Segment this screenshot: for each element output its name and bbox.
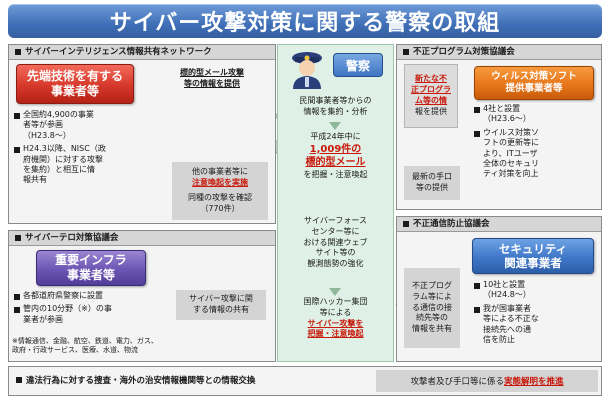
- right-top-bullet-list: 4社と設置 （H23.6～） ウイルス対策ソ フトの更新等に より、ITユーザ …: [474, 104, 598, 183]
- cyber-force-text: サイバーフォース センター等に おける関連ウェブ サイト等の 観測態勢の強化: [303, 216, 368, 269]
- bullet-icon: [15, 235, 21, 241]
- collect-analyze-text: 民間事業者等からの 情報を集約・分析: [299, 96, 372, 116]
- list-item: 全国約4,900の事業 者等が参画 （H23.8～）: [14, 110, 162, 141]
- left-bottom-bullet-list: 各都道府県警察に設置 管内の10分野（※）の事 業者が参画: [14, 291, 164, 328]
- police-officer-icon: [292, 52, 322, 89]
- provide-info-label: 標的型メール攻撃 等の情報を提供: [180, 68, 244, 88]
- down-arrow-icon: [329, 122, 341, 130]
- bullet-icon: [16, 377, 22, 383]
- panel-header: サイバーテロ対策協議会: [25, 232, 119, 243]
- antivirus-vendor-entity-box: ウィルス対策ソフト 提供事業者等: [474, 66, 594, 100]
- list-item: 各都道府県警察に設置: [14, 291, 164, 301]
- list-item: 10社と設置 （H24.8～）: [474, 280, 598, 301]
- hacker-group-text: 国際ハッカー集団 等による サイバー攻撃を 把握・注意喚起: [303, 297, 368, 339]
- list-item: H24.3以降、NISC（政 府機関）に対する攻撃 を集約）と相互に情 報共有: [14, 144, 162, 186]
- latest-techniques-note: 最新の手口 等の提供: [404, 166, 460, 200]
- advanced-tech-entity-box: 先端技術を有する 事業者等: [16, 64, 134, 104]
- bullet-icon: [403, 221, 409, 227]
- new-malware-info-note: 新たな不 正プログラ ム等の情 報を提供: [404, 64, 458, 128]
- left-top-bullet-list: 全国約4,900の事業 者等が参画 （H23.8～） H24.3以降、NISC（…: [14, 110, 162, 189]
- bullet-icon: [15, 49, 21, 55]
- list-item: ウイルス対策ソ フトの更新等に より、ITユーザ 全体のセキュリ ティ対策を向上: [474, 128, 598, 180]
- list-item: 管内の10分野（※）の事 業者が参画: [14, 304, 164, 325]
- comm-info-share-note: 不正プログ ラム等によ る通信の接 続先等の 情報を共有: [404, 268, 460, 348]
- share-info-note: サイバー攻撃に関 する情報の共有: [176, 290, 266, 320]
- fact-finding-text: 攻撃者及び手口等に係る実態解明を推進: [376, 370, 598, 392]
- feedback-note: 他の事業者等に 注意喚起を実施 同種の攻撃を確認 （770件）: [172, 162, 268, 220]
- panel-header: 不正通信防止協議会: [413, 218, 490, 229]
- right-bottom-bullet-list: 10社と設置 （H24.8～） 我が国事業者 等による不正な 接続先への通 信を…: [474, 280, 598, 348]
- page-title: サイバー攻撃対策に関する警察の取組: [8, 4, 602, 38]
- list-item: 4社と設置 （H23.6～）: [474, 104, 598, 125]
- sector-footnote: ※情報通信、金融、航空、鉄道、電力、ガス、 政府・行政サービス、医療、水道、物流: [12, 337, 158, 355]
- investigation-text: 違法行為に対する捜査・海外の治安情報機関等との情報交換: [16, 374, 326, 386]
- down-arrow-icon: [329, 288, 341, 296]
- panel-header: 不正プログラム対策協議会: [413, 46, 515, 57]
- bullet-icon: [403, 49, 409, 55]
- security-vendor-entity-box: セキュリティ 関連事業者: [472, 238, 594, 274]
- police-center-column: [277, 44, 394, 362]
- targeted-mail-count-text: 平成24年中に 1,009件の 標的型メール を把握・注意喚起: [303, 132, 368, 179]
- critical-infra-entity-box: 重要インフラ 事業者等: [36, 250, 146, 286]
- list-item: 我が国事業者 等による不正な 接続先への通 信を防止: [474, 304, 598, 346]
- police-badge: 警察: [333, 53, 383, 77]
- panel-header: サイバーインテリジェンス情報共有ネットワーク: [25, 46, 212, 57]
